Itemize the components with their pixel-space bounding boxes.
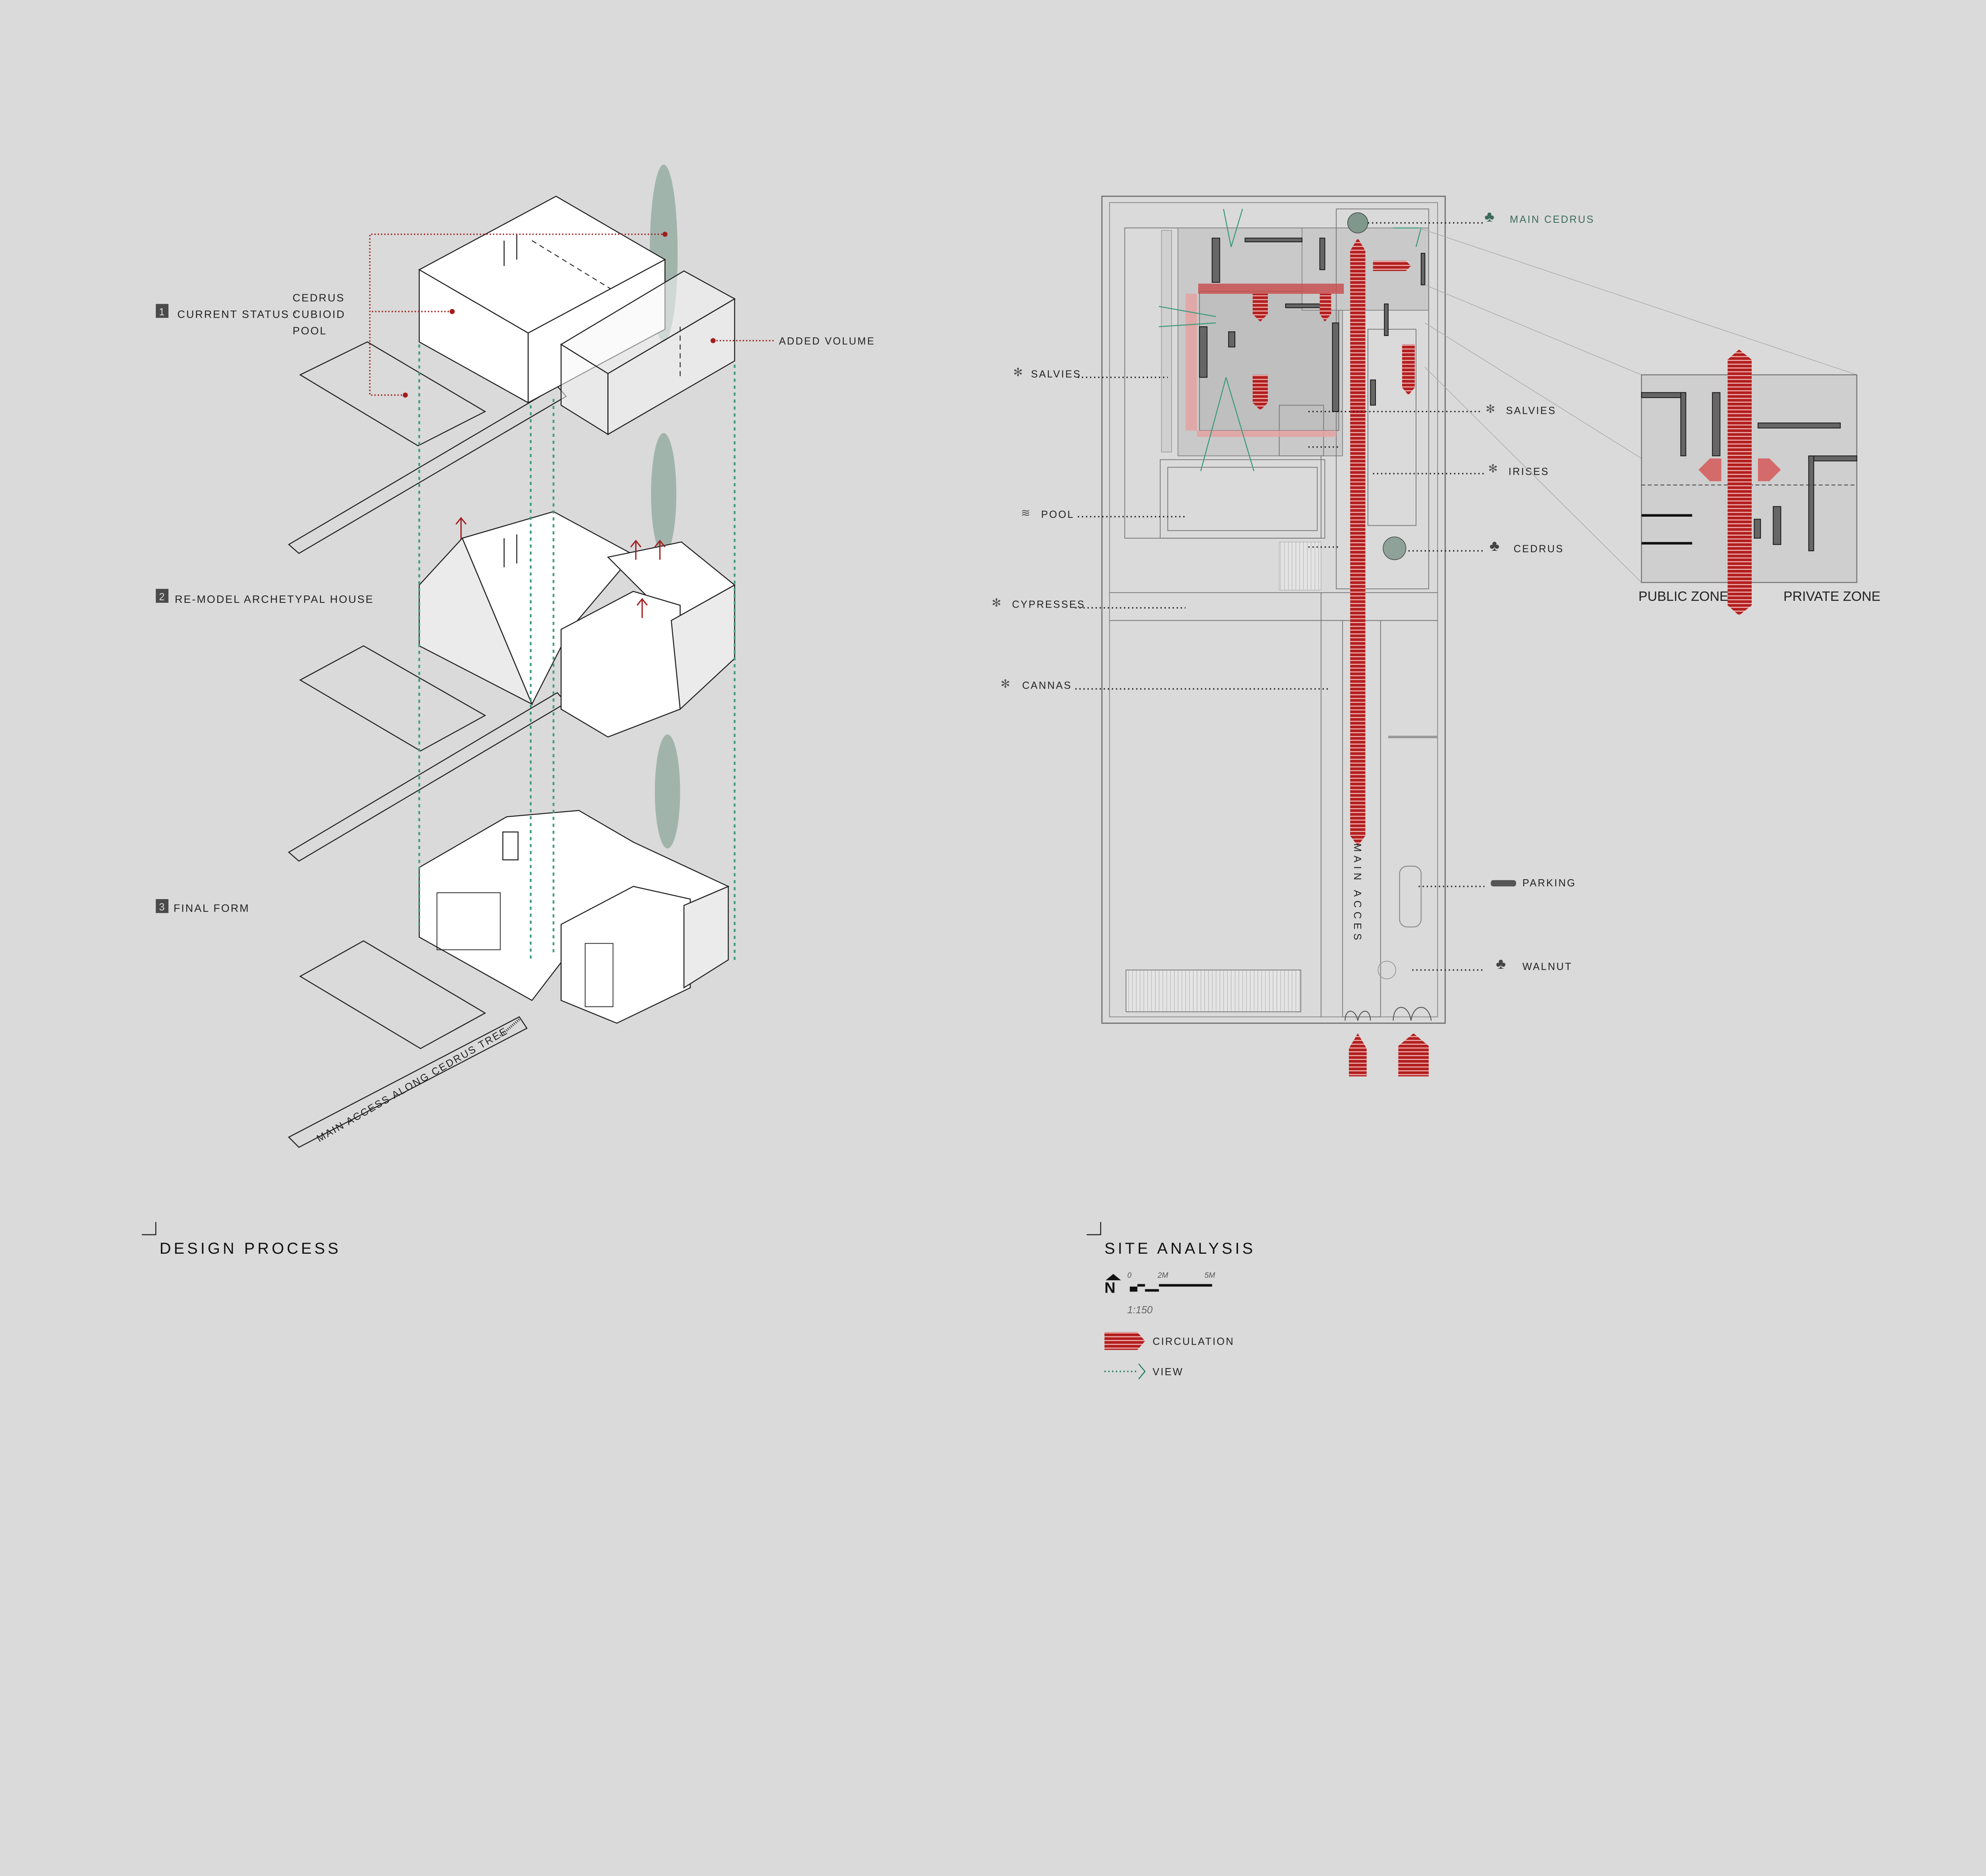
walnut-plan-icon bbox=[1377, 961, 1396, 979]
circulation-icon bbox=[1104, 1332, 1145, 1350]
site-analysis-legend: SITE ANALYSIS N 0 2M 5M 1:150 CIRCULATIO… bbox=[1086, 1222, 1256, 1380]
private-zone-label: PRIVATE ZONE bbox=[1783, 589, 1881, 604]
tree-icon: ♣ bbox=[1484, 208, 1494, 225]
site-plan: MAIN ACCES ✻ SALVIES ≋ POOL ✻ CYPRESSES ✻ CA… bbox=[992, 195, 1858, 1077]
poster-canvas: 1 CURRENT STATUS : CEDRUS CUBIOID POOL 2… bbox=[142, 164, 1858, 1380]
north-arrow: N bbox=[1105, 1274, 1121, 1297]
scale-tick: 2M bbox=[1157, 1271, 1169, 1280]
public-zone-label: PUBLIC ZONE bbox=[1638, 589, 1729, 604]
label-irises: ✻ IRISES bbox=[1488, 462, 1549, 477]
north-arrow-icon bbox=[1105, 1274, 1121, 1280]
poster: 1 CURRENT STATUS : CEDRUS CUBIOID POOL 2… bbox=[142, 164, 1881, 1380]
added-volume-label: ADDED VOLUME bbox=[779, 336, 875, 347]
stage-1-model: ADDED VOLUME bbox=[288, 164, 875, 554]
hatched-area bbox=[1125, 969, 1301, 1012]
tree-icon: ♣ bbox=[1496, 955, 1506, 972]
step-1-label: 1 CURRENT STATUS : CEDRUS CUBIOID POOL bbox=[156, 291, 346, 337]
step-1-item-pool: POOL bbox=[293, 324, 327, 337]
pool-area bbox=[1159, 459, 1325, 539]
step-1-item-cubioid: CUBIOID bbox=[293, 308, 346, 320]
svg-text:SALVIES: SALVIES bbox=[1506, 405, 1556, 417]
corner-mark bbox=[142, 1222, 156, 1235]
svg-text:CYPRESSES: CYPRESSES bbox=[1012, 599, 1086, 610]
plant-icon: ✻ bbox=[1486, 403, 1495, 416]
main-cedrus-plan-icon bbox=[1347, 212, 1368, 234]
plant-icon: ✻ bbox=[1013, 366, 1023, 379]
tree-icon: ♣ bbox=[1490, 537, 1499, 554]
site-analysis-title: SITE ANALYSIS bbox=[1105, 1240, 1256, 1257]
label-cypresses: ✻ CYPRESSES bbox=[992, 596, 1086, 610]
step-3-number: 3 bbox=[159, 902, 164, 913]
circulation-arrows bbox=[1185, 238, 1429, 1077]
circulation-arrow bbox=[1727, 349, 1752, 616]
water-icon: ≋ bbox=[1021, 507, 1030, 519]
plan-walls bbox=[1199, 237, 1426, 412]
cedrus-plan-icon bbox=[1383, 537, 1406, 560]
design-process-title: DESIGN PROCESS bbox=[160, 1240, 341, 1257]
svg-text:CANNAS: CANNAS bbox=[1022, 680, 1072, 691]
legend-view-label: VIEW bbox=[1153, 1366, 1184, 1378]
design-process-diagram: 1 CURRENT STATUS : CEDRUS CUBIOID POOL 2… bbox=[142, 164, 875, 1257]
svg-text:SALVIES: SALVIES bbox=[1031, 369, 1082, 380]
cedrus-tree-icon bbox=[651, 433, 676, 555]
view-arrow-icon bbox=[1138, 1363, 1146, 1380]
plant-icon: ✻ bbox=[1488, 462, 1498, 475]
scale-tick: 5M bbox=[1205, 1271, 1215, 1280]
step-2-label: 2 RE-MODEL ARCHETYPAL HOUSE bbox=[156, 589, 374, 605]
step-1-number: 1 bbox=[159, 307, 164, 318]
main-access-path bbox=[288, 1016, 528, 1148]
car-plan-icon bbox=[1399, 866, 1422, 928]
label-pool: ≋ POOL bbox=[1021, 507, 1074, 520]
stage-2-model bbox=[288, 433, 736, 862]
legend-circulation-label: CIRCULATION bbox=[1153, 1336, 1234, 1347]
alignment-lines bbox=[418, 344, 736, 963]
plant-icon: ✻ bbox=[1001, 678, 1010, 691]
svg-text:MAIN CEDRUS: MAIN CEDRUS bbox=[1510, 214, 1595, 225]
scale-tick: 0 bbox=[1127, 1271, 1132, 1280]
svg-text:CEDRUS: CEDRUS bbox=[1514, 543, 1564, 554]
leader-lines bbox=[1075, 222, 1485, 971]
label-cannas: ✻ CANNAS bbox=[1001, 678, 1072, 691]
scale-ratio: 1:150 bbox=[1127, 1305, 1153, 1316]
corner-mark bbox=[1086, 1222, 1101, 1235]
svg-text:IRISES: IRISES bbox=[1509, 466, 1549, 477]
legend-view: VIEW bbox=[1104, 1363, 1184, 1380]
step-2-number: 2 bbox=[159, 591, 164, 602]
step-1-title: CURRENT STATUS : bbox=[177, 308, 298, 320]
north-label: N bbox=[1105, 1280, 1116, 1297]
car-icon bbox=[1491, 880, 1516, 887]
scale-bar: 0 2M 5M 1:150 bbox=[1127, 1271, 1215, 1315]
svg-text:PARKING: PARKING bbox=[1522, 878, 1576, 889]
label-cedrus: ♣ CEDRUS bbox=[1490, 537, 1564, 554]
step-3-title: FINAL FORM bbox=[174, 902, 250, 914]
legend-circulation: CIRCULATION bbox=[1104, 1332, 1234, 1350]
svg-text:WALNUT: WALNUT bbox=[1522, 961, 1573, 973]
label-walnut: ♣ WALNUT bbox=[1496, 955, 1573, 973]
cedrus-tree-icon bbox=[655, 734, 680, 849]
label-main-cedrus: ♣ MAIN CEDRUS bbox=[1484, 208, 1595, 225]
step-3-label: 3 FINAL FORM bbox=[156, 899, 249, 914]
gate-icon bbox=[1345, 1007, 1432, 1021]
label-parking: PARKING bbox=[1491, 878, 1576, 889]
main-access-vertical-label: MAIN ACCES bbox=[1352, 843, 1363, 944]
view-arrows bbox=[1159, 208, 1422, 471]
stage-3-model: MAIN ACCESS ALONG CEDRUS TREE bbox=[288, 734, 730, 1148]
svg-text:POOL: POOL bbox=[1041, 509, 1074, 520]
label-salvies-right: ✻ SALVIES bbox=[1486, 403, 1556, 417]
plant-icon: ✻ bbox=[992, 596, 1001, 609]
step-1-item-cedrus: CEDRUS bbox=[293, 291, 345, 304]
zone-inset bbox=[1641, 349, 1858, 616]
step-2-title: RE-MODEL ARCHETYPAL HOUSE bbox=[175, 593, 374, 605]
label-salvies-left: ✻ SALVIES bbox=[1013, 366, 1082, 380]
pool-outline bbox=[299, 341, 486, 446]
